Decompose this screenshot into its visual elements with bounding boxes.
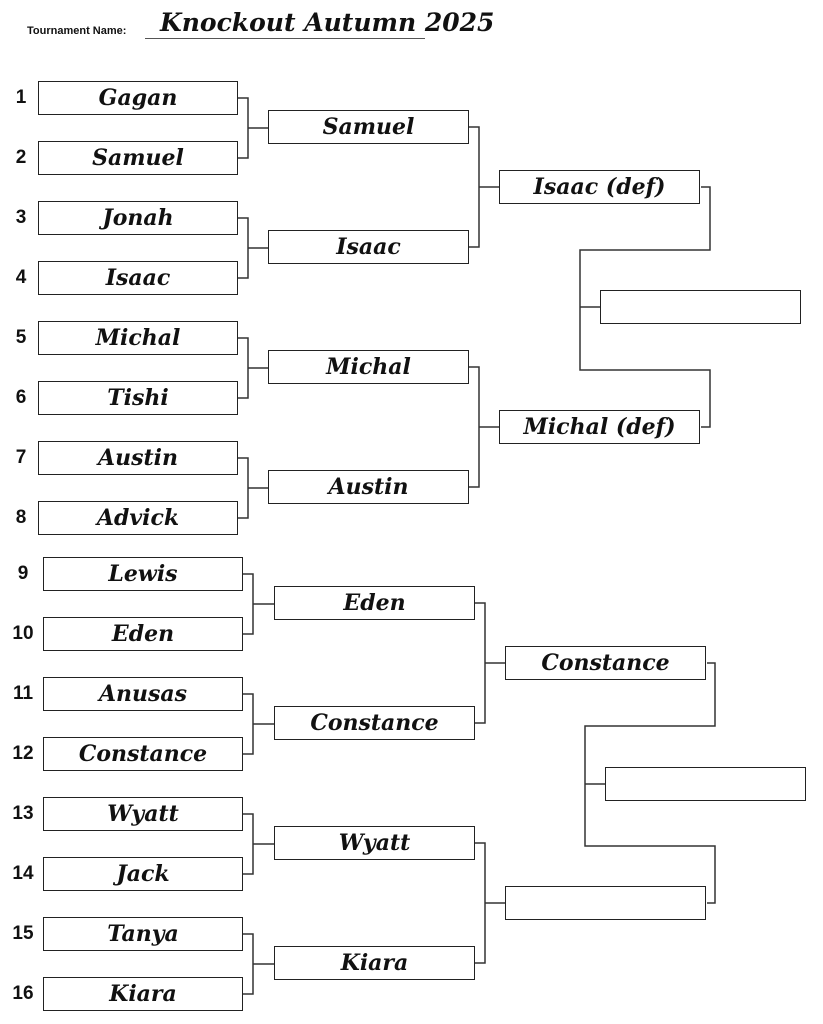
connector-line bbox=[238, 217, 249, 279]
player-slot-round2[interactable]: Austin bbox=[268, 470, 469, 504]
player-slot-round1[interactable]: Samuel bbox=[38, 141, 238, 175]
player-slot-round1[interactable]: Tanya bbox=[43, 917, 243, 951]
player-slot-round1[interactable]: Jonah bbox=[38, 201, 238, 235]
player-slot-round1[interactable]: Eden bbox=[43, 617, 243, 651]
seed-number: 13 bbox=[12, 803, 34, 824]
seed-number: 4 bbox=[15, 267, 27, 288]
player-slot-round1[interactable]: Tishi bbox=[38, 381, 238, 415]
connector-line bbox=[584, 662, 716, 904]
seed-number: 12 bbox=[12, 743, 34, 764]
seed-number: 7 bbox=[15, 447, 27, 468]
player-slot-round1[interactable]: Wyatt bbox=[43, 797, 243, 831]
seed-number: 1 bbox=[15, 87, 27, 108]
connector-line bbox=[238, 97, 249, 159]
player-slot-round2[interactable]: Wyatt bbox=[274, 826, 475, 860]
player-slot-round2[interactable]: Isaac bbox=[268, 230, 469, 264]
connector-line bbox=[238, 337, 249, 399]
player-slot-final[interactable] bbox=[600, 290, 801, 324]
player-slot-final[interactable] bbox=[605, 767, 806, 801]
player-slot-round2[interactable]: Michal bbox=[268, 350, 469, 384]
player-slot-round1[interactable]: Kiara bbox=[43, 977, 243, 1011]
player-slot-round1[interactable]: Gagan bbox=[38, 81, 238, 115]
player-slot-round1[interactable]: Advick bbox=[38, 501, 238, 535]
connector-line bbox=[243, 693, 254, 755]
player-slot-semifinal[interactable]: Michal (def) bbox=[499, 410, 700, 444]
connector-line bbox=[243, 933, 254, 995]
seed-number: 15 bbox=[12, 923, 34, 944]
player-slot-round2[interactable]: Kiara bbox=[274, 946, 475, 980]
connector-line bbox=[579, 186, 711, 428]
seed-number: 6 bbox=[15, 387, 27, 408]
seed-number: 2 bbox=[15, 147, 27, 168]
tournament-name-value: Knockout Autumn 2025 bbox=[160, 8, 495, 37]
tournament-name-underline bbox=[145, 38, 425, 39]
seed-number: 9 bbox=[17, 563, 29, 584]
connector-line bbox=[243, 573, 254, 635]
seed-number: 14 bbox=[12, 863, 34, 884]
seed-number: 5 bbox=[15, 327, 27, 348]
player-slot-round2[interactable]: Samuel bbox=[268, 110, 469, 144]
seed-number: 8 bbox=[15, 507, 27, 528]
connector-line bbox=[475, 842, 486, 964]
player-slot-round1[interactable]: Lewis bbox=[43, 557, 243, 591]
player-slot-semifinal[interactable]: Isaac (def) bbox=[499, 170, 700, 204]
seed-number: 3 bbox=[15, 207, 27, 228]
connector-line bbox=[475, 602, 486, 724]
seed-number: 11 bbox=[12, 683, 34, 704]
player-slot-round1[interactable]: Constance bbox=[43, 737, 243, 771]
player-slot-round1[interactable]: Anusas bbox=[43, 677, 243, 711]
tournament-name-label: Tournament Name: bbox=[27, 25, 127, 37]
player-slot-semifinal[interactable] bbox=[505, 886, 706, 920]
player-slot-round2[interactable]: Eden bbox=[274, 586, 475, 620]
player-slot-round1[interactable]: Jack bbox=[43, 857, 243, 891]
connector-line bbox=[243, 813, 254, 875]
connector-line bbox=[238, 457, 249, 519]
player-slot-semifinal[interactable]: Constance bbox=[505, 646, 706, 680]
seed-number: 16 bbox=[12, 983, 34, 1004]
seed-number: 10 bbox=[12, 623, 34, 644]
player-slot-round1[interactable]: Michal bbox=[38, 321, 238, 355]
player-slot-round1[interactable]: Isaac bbox=[38, 261, 238, 295]
connector-line bbox=[469, 126, 480, 248]
connector-line bbox=[469, 366, 480, 488]
player-slot-round1[interactable]: Austin bbox=[38, 441, 238, 475]
player-slot-round2[interactable]: Constance bbox=[274, 706, 475, 740]
